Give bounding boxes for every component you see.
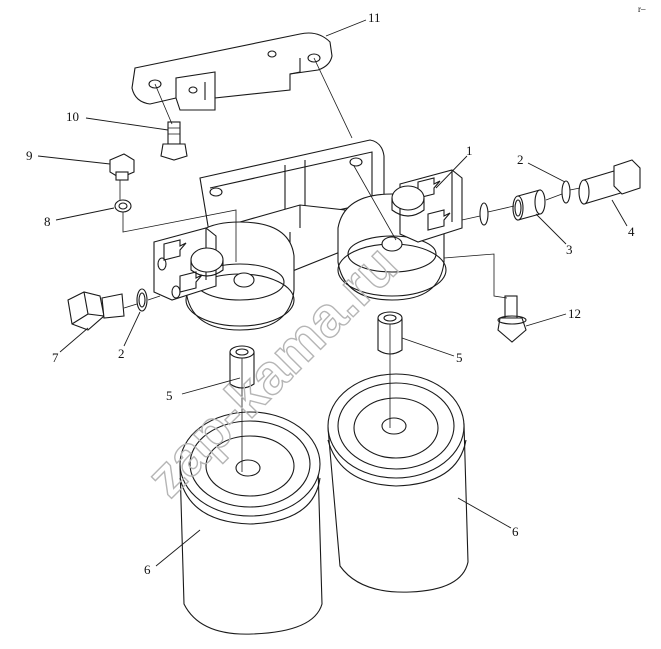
callout-2-left: 2 [118,346,125,361]
callout-12: 12 [568,306,581,321]
leader-lines [37,19,628,567]
callout-5-left: 5 [166,388,173,403]
part-1-filter-head [153,139,463,331]
part-8-washer [114,199,132,213]
callout-10: 10 [66,109,79,124]
part-6-filter-right [327,373,469,593]
part-4-banjo-fitting [578,159,641,205]
part-6-filter-left [179,411,323,635]
callout-2-right: 2 [517,152,524,167]
callout-11: 11 [368,10,381,25]
part-9-plug [109,153,135,181]
callout-labels: 11 10 9 8 1 2 4 3 7 2 12 5 5 6 6 [26,10,635,577]
part-3-spacer-sleeve [512,189,546,221]
callout-7: 7 [52,350,59,365]
callout-6-left: 6 [144,562,151,577]
part-2-seal-ring-right [479,180,571,226]
callout-6-right: 6 [512,524,519,539]
assembly-lines [119,57,581,472]
part-12-bolt [497,295,527,343]
corner-mark: r– [638,4,646,14]
part-2-seal-ring-left [136,288,148,312]
callout-3: 3 [566,242,573,257]
callout-4: 4 [628,224,635,239]
part-11-mounting-bracket [131,32,333,111]
part-10-bolt [160,121,188,161]
callout-5-right: 5 [456,350,463,365]
callout-9: 9 [26,148,33,163]
callout-8: 8 [44,214,51,229]
callout-1: 1 [466,143,473,158]
part-7-hollow-bolt [67,291,125,331]
